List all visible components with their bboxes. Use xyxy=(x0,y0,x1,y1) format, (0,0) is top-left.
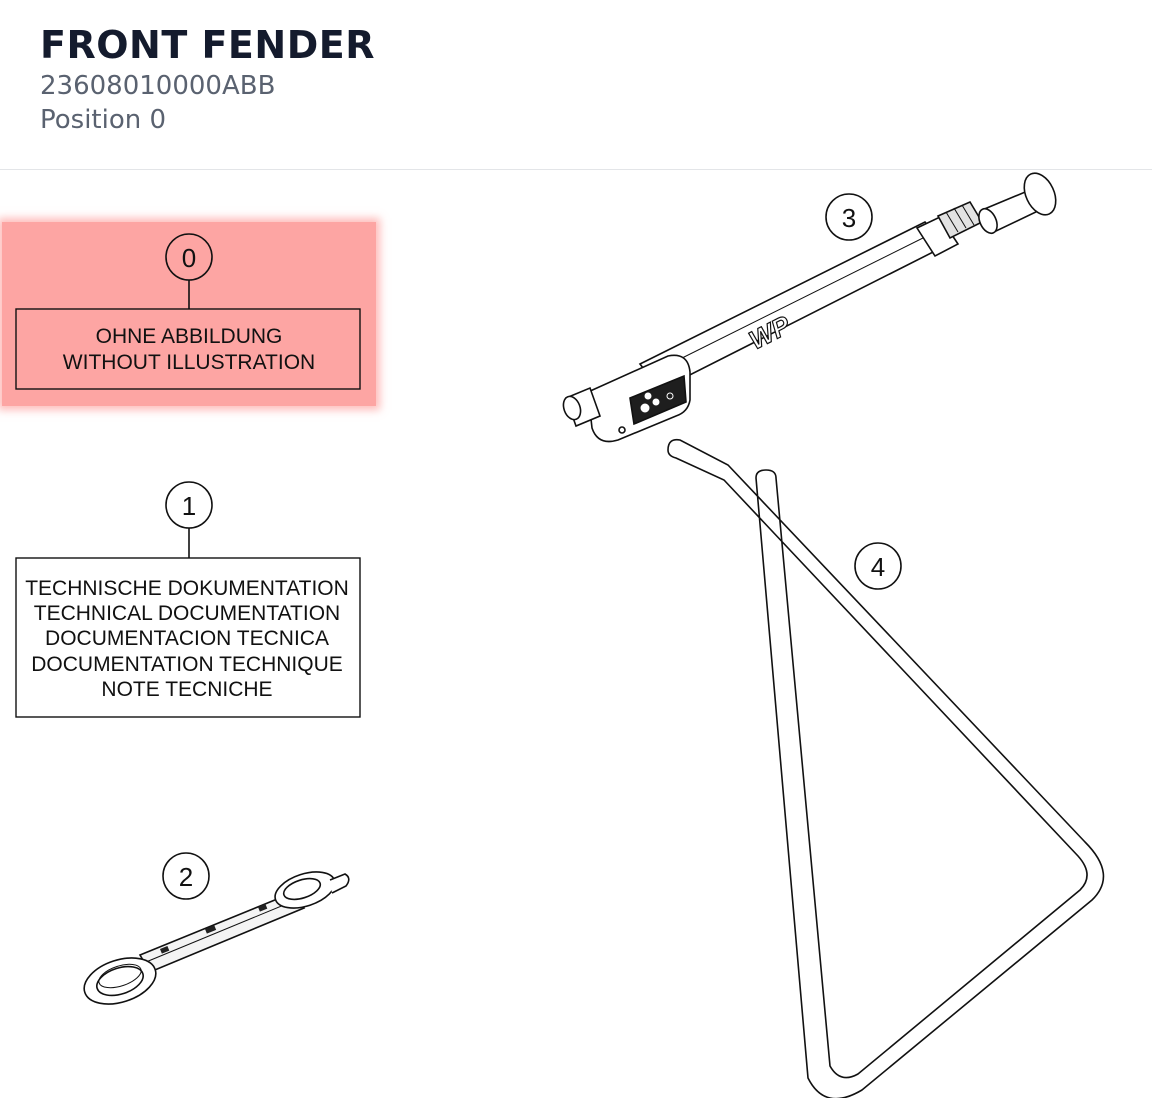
documentation-line-3: DOCUMENTACION TECNICA xyxy=(45,627,329,650)
documentation-box: TECHNISCHE DOKUMENTATION TECHNICAL DOCUM… xyxy=(15,557,361,718)
page-header: FRONT FENDER 23608010000ABB Position 0 xyxy=(0,0,1152,170)
no-illustration-line-2: WITHOUT ILLUSTRATION xyxy=(63,351,315,374)
wrench-illustration[interactable] xyxy=(78,865,350,1012)
documentation-line-4: DOCUMENTATION TECHNIQUE xyxy=(31,653,343,676)
documentation-line-5: NOTE TECNICHE xyxy=(101,678,272,701)
part-number: 23608010000ABB xyxy=(40,71,276,101)
selected-position-highlight xyxy=(2,222,376,406)
callout-1-number: 1 xyxy=(182,491,196,521)
callout-3-number: 3 xyxy=(842,203,856,233)
callout-0[interactable]: 0 xyxy=(165,233,213,281)
no-illustration-box: OHNE ABBILDUNG WITHOUT ILLUSTRATION xyxy=(15,308,361,390)
callout-4-number: 4 xyxy=(871,552,885,582)
documentation-line-2: TECHNICAL DOCUMENTATION xyxy=(34,602,340,625)
documentation-line-1: TECHNISCHE DOKUMENTATION xyxy=(25,577,349,600)
callout-2-number: 2 xyxy=(179,862,193,892)
shock-pump-illustration[interactable]: WP xyxy=(560,168,1062,443)
callout-3[interactable]: 3 xyxy=(825,193,873,241)
position-label: Position 0 xyxy=(40,105,167,135)
no-illustration-line-1: OHNE ABBILDUNG xyxy=(96,325,283,348)
page-title: FRONT FENDER xyxy=(40,23,375,67)
callout-4[interactable]: 4 xyxy=(854,542,902,590)
callout-0-number: 0 xyxy=(182,243,196,273)
callout-2[interactable]: 2 xyxy=(162,852,210,900)
side-stand-illustration[interactable] xyxy=(667,438,1105,1098)
callout-1[interactable]: 1 xyxy=(165,481,213,529)
